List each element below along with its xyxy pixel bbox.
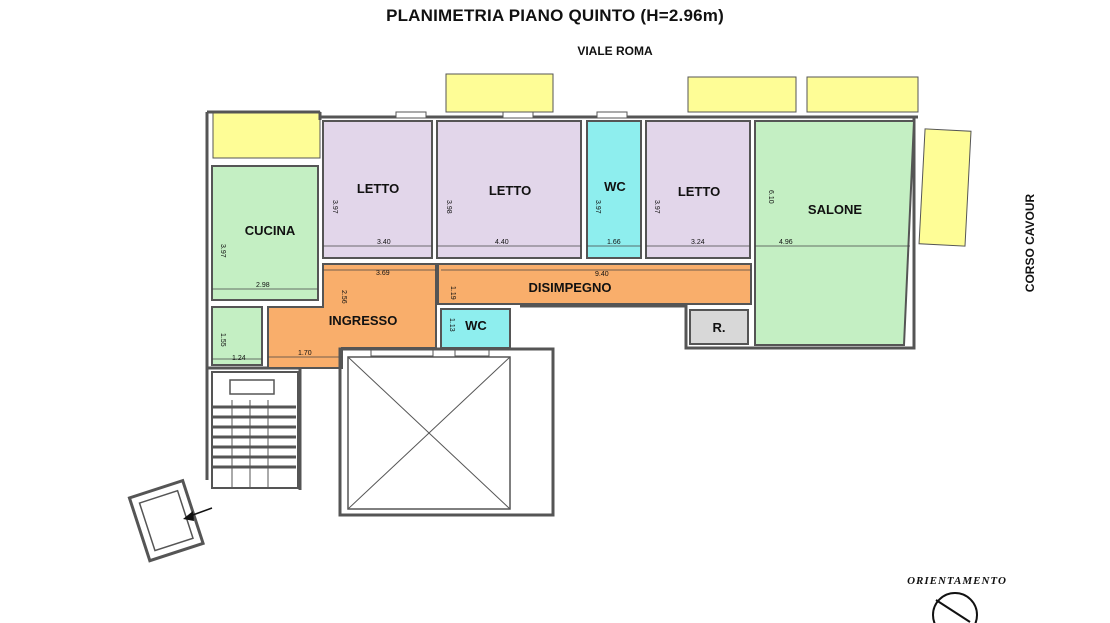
dim-ingresso-h: 2.56 xyxy=(340,290,347,304)
room-ingresso xyxy=(267,263,437,369)
dim-small-w: 1.24 xyxy=(232,355,246,362)
orientation-label: ORIENTAMENTO xyxy=(907,575,1007,587)
dim-letto3-h: 3.97 xyxy=(653,200,660,214)
dim-wc2-h: 1.13 xyxy=(448,318,455,332)
room-ripostiglio xyxy=(689,309,749,345)
balcony-living-side xyxy=(918,128,972,247)
balcony-bedroom-right xyxy=(687,76,797,113)
label-wc-2: WC xyxy=(465,318,487,333)
room-letto-3 xyxy=(645,120,751,259)
dim-letto1-w: 3.40 xyxy=(377,239,391,246)
dim-wc1-h: 3.97 xyxy=(594,200,601,214)
dim-small-h: 1.55 xyxy=(219,333,226,347)
plan-title: PLANIMETRIA PIANO QUINTO (H=2.96m) xyxy=(386,6,724,25)
light-well xyxy=(338,347,555,517)
dim-wc1-w: 1.66 xyxy=(607,239,621,246)
stairwell xyxy=(211,371,299,489)
label-ripostiglio: R. xyxy=(713,320,726,335)
dim-cucina-h: 3.97 xyxy=(219,244,226,258)
room-letto-2 xyxy=(436,120,582,259)
room-wc-2 xyxy=(440,308,511,349)
balconies xyxy=(212,73,972,247)
room-disimpegno xyxy=(437,263,752,305)
compass-icon xyxy=(932,592,978,623)
dimension-lines xyxy=(212,245,910,360)
street-label-viale-roma: VIALE ROMA xyxy=(577,44,653,58)
balcony-bedroom xyxy=(445,73,554,113)
windows xyxy=(370,111,628,357)
dim-letto2-w: 4.40 xyxy=(495,239,509,246)
dim-letto3-w: 3.24 xyxy=(691,239,705,246)
room-small xyxy=(211,306,263,366)
dim-ingresso-top: 3.69 xyxy=(376,270,390,277)
label-disimpegno: DISIMPEGNO xyxy=(528,280,611,295)
dim-cucina-w: 2.98 xyxy=(256,282,270,289)
room-salone xyxy=(754,120,916,346)
rooms xyxy=(211,120,916,369)
dim-letto2-h: 3.98 xyxy=(445,200,452,214)
dim-ingresso-w: 1.70 xyxy=(298,350,312,357)
label-letto-1: LETTO xyxy=(357,181,399,196)
room-letto-1 xyxy=(322,120,433,259)
dim-salone-h: 6.10 xyxy=(767,190,774,204)
room-cucina xyxy=(211,165,319,301)
label-letto-2: LETTO xyxy=(489,183,531,198)
label-ingresso: INGRESSO xyxy=(329,313,398,328)
dim-salone-w: 4.96 xyxy=(779,239,793,246)
dim-letto1-h: 3.97 xyxy=(331,200,338,214)
label-letto-3: LETTO xyxy=(678,184,720,199)
label-cucina: CUCINA xyxy=(245,223,296,238)
label-wc-1: WC xyxy=(604,179,626,194)
label-salone: SALONE xyxy=(808,202,863,217)
balcony-living-top xyxy=(806,76,919,113)
entry-arrow-icon xyxy=(183,507,213,521)
dim-disimpegno-w: 9.40 xyxy=(595,271,609,278)
dim-disimpegno-h: 1.19 xyxy=(449,286,456,300)
balcony-kitchen xyxy=(212,111,321,159)
room-wc-1 xyxy=(586,120,642,259)
